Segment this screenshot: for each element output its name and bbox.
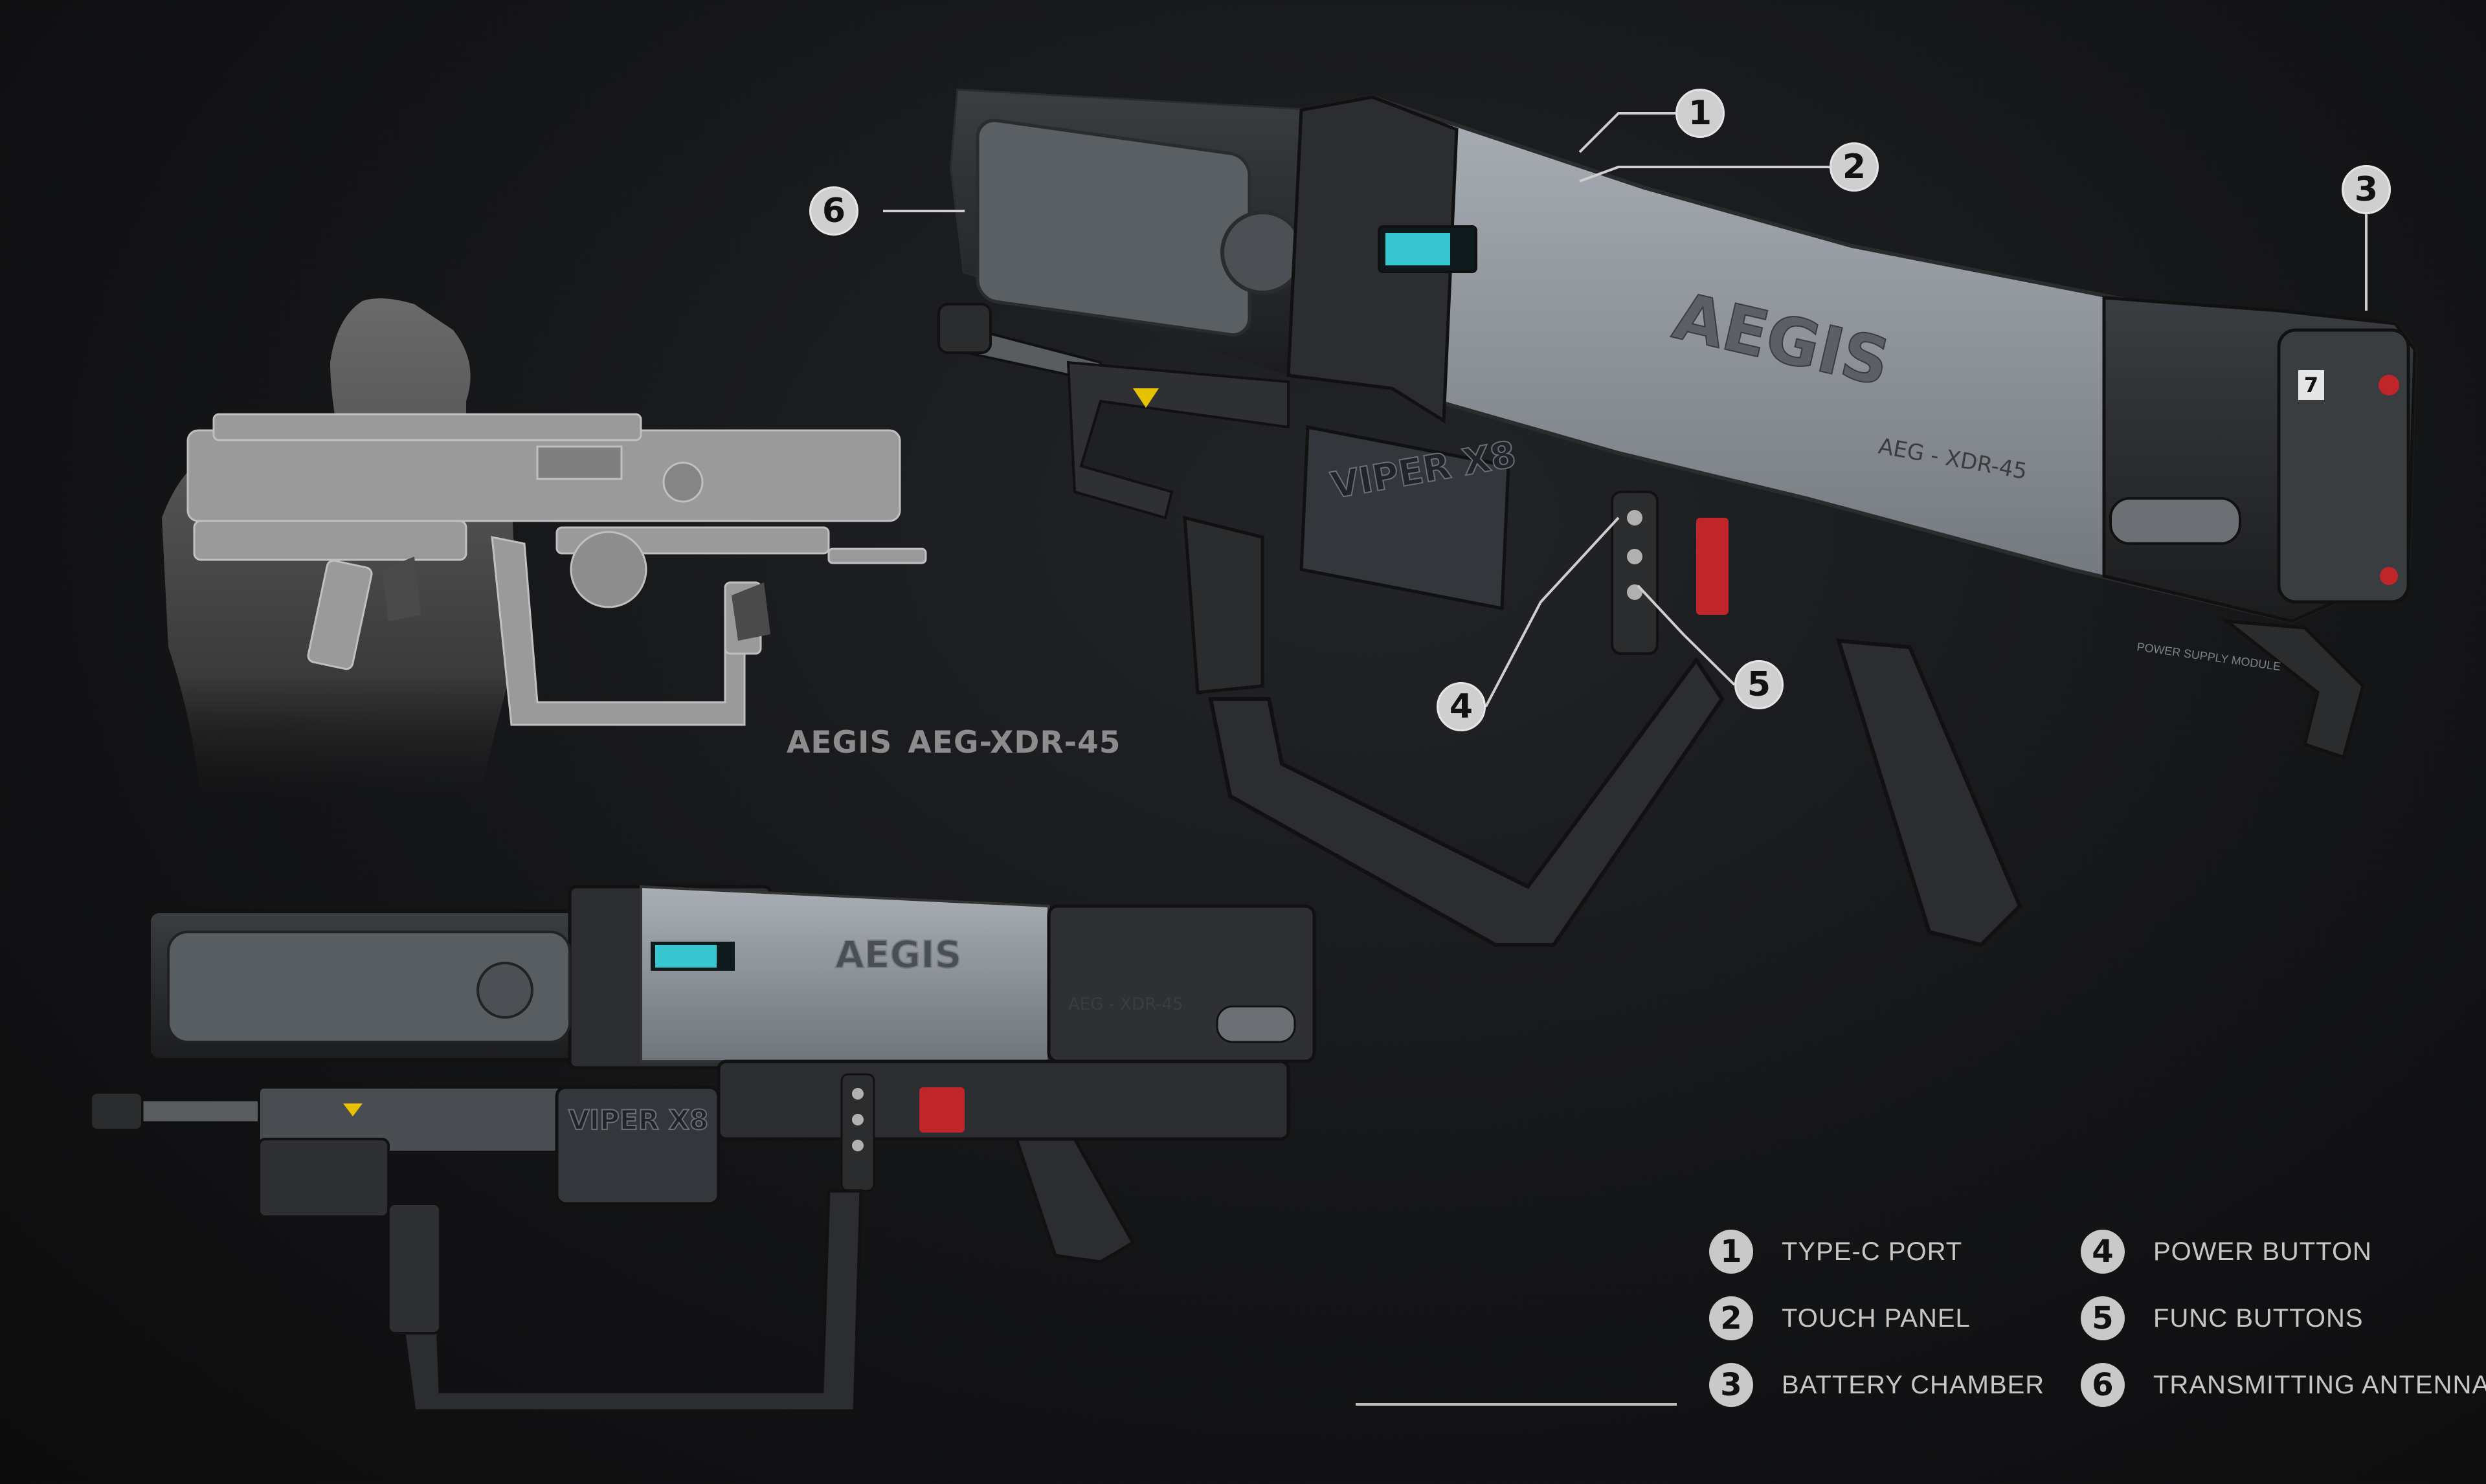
rifle-perspective-render: 7 AEGIS AEG - XDR-45 VIPER X8 POWER SUPP… [937, 88, 2417, 947]
model-caption: AEGIS AEG-XDR-45 [787, 725, 1137, 760]
legend-item-power-button: 4 POWER BUTTON [2081, 1230, 2372, 1274]
legend-label: TOUCH PANEL [1782, 1303, 1971, 1333]
brand-decal-side: AEGIS [835, 933, 961, 977]
tag-decal: 7 [2304, 373, 2318, 397]
legend-number: 3 [1709, 1363, 1753, 1407]
legend-item-func-buttons: 5 FUNC BUTTONS [2081, 1296, 2364, 1340]
legend-number: 2 [1709, 1296, 1753, 1340]
stock-frame [1208, 656, 1725, 947]
legend-item-touch-panel: 2 TOUCH PANEL [1709, 1296, 1971, 1340]
callout-3: 3 [2342, 165, 2391, 214]
divider-line [1356, 1403, 1677, 1406]
callout-2: 2 [1830, 142, 1879, 192]
legend-label: BATTERY CHAMBER [1782, 1370, 2045, 1399]
legend-number: 5 [2081, 1296, 2125, 1340]
legend-label: TYPE-C PORT [1782, 1237, 1963, 1266]
legend-number: 6 [2081, 1363, 2125, 1407]
model-decal-side: AEG - XDR-45 [1068, 995, 1183, 1014]
legend-label: TRANSMITTING ANTENNA [2153, 1370, 2486, 1399]
rifle-side-grey [186, 413, 927, 726]
callout-lines [883, 112, 2368, 707]
legend-number: 1 [1709, 1230, 1753, 1274]
legend-label: POWER BUTTON [2153, 1237, 2372, 1266]
legend-item-transmitting-antenna: 6 TRANSMITTING ANTENNA [2081, 1363, 2486, 1407]
callout-1: 1 [1675, 89, 1725, 138]
callout-4: 4 [1437, 682, 1486, 731]
legend-item-type-c-port: 1 TYPE-C PORT [1709, 1230, 1962, 1274]
legend-label: FUNC BUTTONS [2153, 1303, 2364, 1333]
silhouette-reference [162, 298, 927, 803]
drum-decal-side: VIPER X8 [568, 1104, 708, 1136]
legend-number: 4 [2081, 1230, 2125, 1274]
callout-5: 5 [1734, 660, 1784, 709]
callout-6: 6 [809, 186, 858, 236]
legend-item-battery-chamber: 3 BATTERY CHAMBER [1709, 1363, 2044, 1407]
caption-model: AEG-XDR-45 [908, 725, 1121, 760]
rifle-side-render: AEGIS AEG - XDR-45 VIPER X8 [89, 885, 1316, 1413]
caption-brand: AEGIS [787, 725, 893, 760]
